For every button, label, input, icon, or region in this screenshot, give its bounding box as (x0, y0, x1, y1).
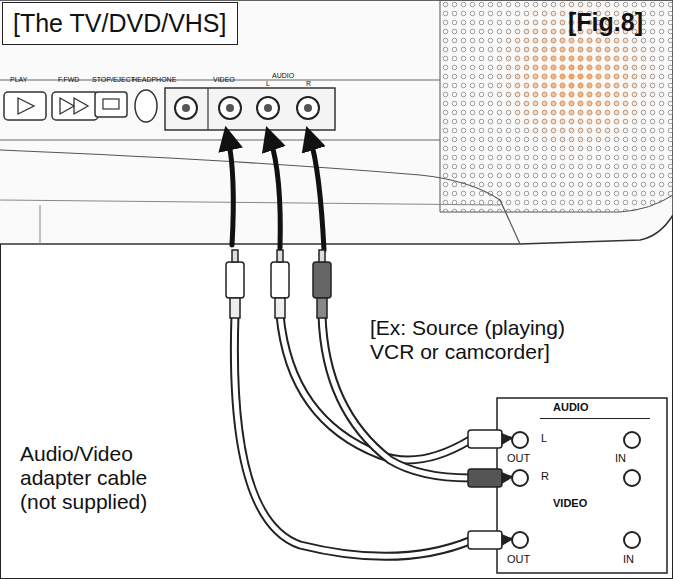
jack-label: L (541, 433, 547, 444)
source-caption: [Ex: Source (playing) VCR or camcorder] (370, 316, 615, 364)
jack-label: R (541, 471, 549, 482)
jack-label: IN (623, 554, 634, 565)
jack-label: VIDEO (553, 498, 587, 509)
jack-panel: AUDIO L OUT IN R VIDEO OUT IN (497, 398, 667, 573)
panel-label: L (266, 80, 270, 88)
title-box: [The TV/DVD/VHS] (2, 2, 238, 45)
panel-label: R (306, 80, 311, 88)
panel-label: VIDEO (213, 76, 235, 84)
jack-label: IN (615, 453, 626, 464)
panel-label: HEADPHONE (132, 76, 176, 84)
panel-label: PLAY (10, 76, 27, 84)
figure-number: [Fig.8] (568, 8, 643, 37)
panel-label: AUDIO (272, 72, 294, 80)
jack-label: OUT (507, 554, 530, 565)
cable-caption: Audio/Video adapter cable (not supplied) (20, 442, 185, 514)
jack-label: OUT (507, 453, 530, 464)
panel-label: F.FWD (58, 76, 79, 84)
panel-label: STOP/EJECT (92, 76, 135, 84)
figure-title: [The TV/DVD/VHS] (13, 9, 227, 38)
jack-label: AUDIO (553, 402, 588, 413)
